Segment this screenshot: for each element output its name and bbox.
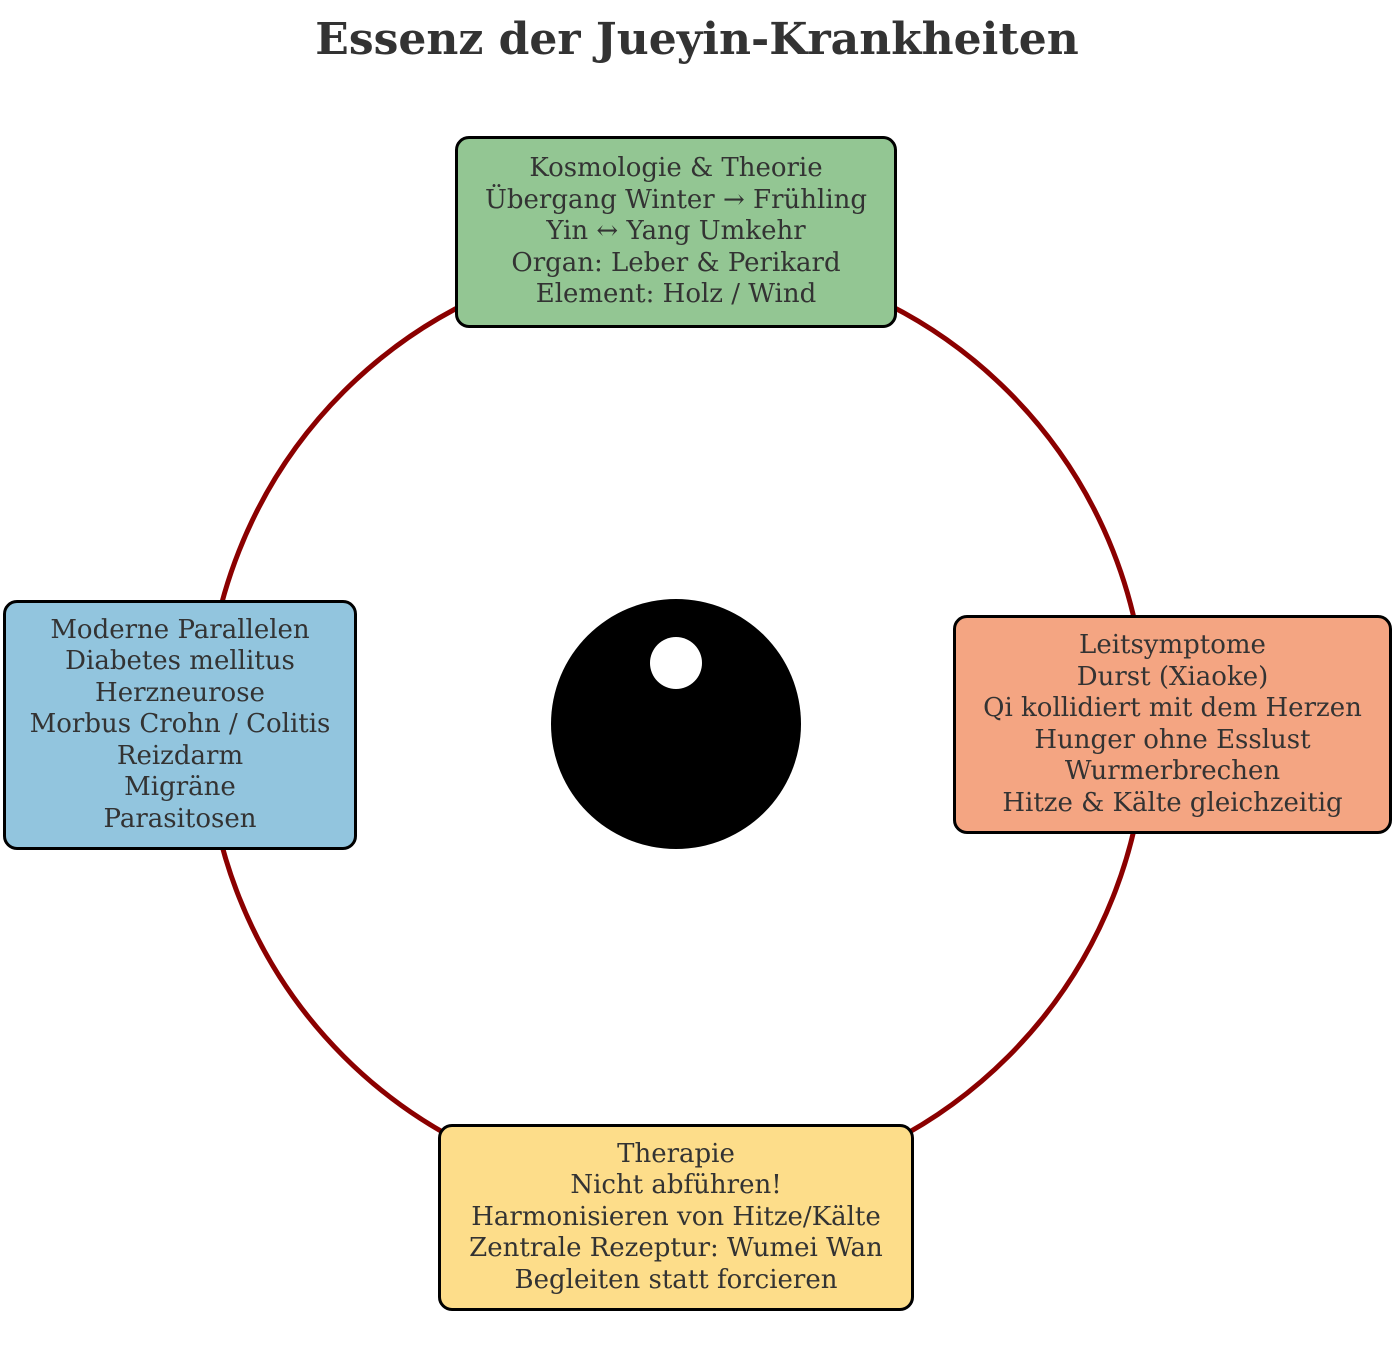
box-leitsymptome-heading: Leitsymptome — [1079, 630, 1266, 660]
box-moderne-parallelen-line: Morbus Crohn / Colitis — [29, 709, 331, 740]
box-leitsymptome-line: Hunger ohne Esslust — [1034, 724, 1311, 755]
box-therapie-line: Harmonisieren von Hitze/Kälte — [471, 1201, 881, 1232]
box-kosmologie-line: Organ: Leber & Perikard — [511, 247, 841, 278]
box-leitsymptome: Leitsymptome Durst (Xiaoke) Qi kollidier… — [953, 615, 1392, 834]
box-leitsymptome-line: Qi kollidiert mit dem Herzen — [983, 693, 1362, 723]
box-therapie-heading: Therapie — [617, 1138, 735, 1169]
center-highlight-dot — [650, 637, 702, 689]
box-moderne-parallelen: Moderne Parallelen Diabetes mellitus Her… — [3, 600, 357, 850]
box-therapie-line: Zentrale Rezeptur: Wumei Wan — [469, 1233, 883, 1264]
box-kosmologie-line: Yin ↔ Yang Umkehr — [546, 216, 806, 247]
box-moderne-parallelen-heading: Moderne Parallelen — [50, 614, 310, 645]
box-leitsymptome-line: Wurmerbrechen — [1064, 756, 1281, 786]
diagram-title: Essenz der Jueyin-Krankheiten — [315, 14, 1079, 65]
box-leitsymptome-line: Durst (Xiaoke) — [1076, 661, 1269, 692]
box-moderne-parallelen-line: Parasitosen — [103, 803, 257, 834]
box-moderne-parallelen-line: Reizdarm — [116, 740, 244, 771]
center-disc — [551, 599, 801, 849]
box-kosmologie-line: Element: Holz / Wind — [535, 279, 817, 310]
box-moderne-parallelen-line: Diabetes mellitus — [65, 646, 295, 677]
box-therapie-line: Nicht abführen! — [570, 1170, 782, 1201]
box-kosmologie-heading: Kosmologie & Theorie — [529, 153, 823, 184]
box-moderne-parallelen-line: Herzneurose — [95, 677, 265, 708]
box-therapie-line: Begleiten statt forcieren — [514, 1264, 838, 1295]
box-kosmologie-line: Übergang Winter → Frühling — [484, 184, 868, 215]
box-kosmologie: Kosmologie & Theorie Übergang Winter → F… — [455, 136, 897, 328]
box-moderne-parallelen-line: Migräne — [124, 772, 236, 803]
box-therapie: Therapie Nicht abführen! Harmonisieren v… — [438, 1124, 914, 1311]
box-leitsymptome-line: Hitze & Kälte gleichzeitig — [1002, 787, 1343, 818]
